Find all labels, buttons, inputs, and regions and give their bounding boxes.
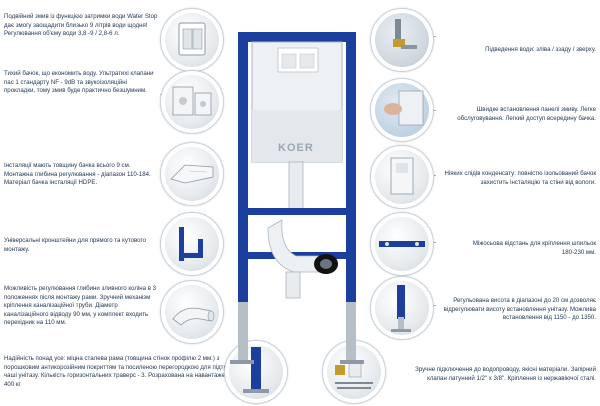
- drain-elbow-detail-image: [160, 280, 224, 344]
- right-text-4: Міжосьова відстань для кріплення шпильок…: [472, 240, 596, 256]
- left-text-1: Подвійний змив із функцією затримки води…: [4, 13, 158, 38]
- brand-logo: KOER: [278, 142, 314, 154]
- fittings-kit-detail-image: [322, 340, 386, 404]
- left-text-2: Тихий бачок, що економить воду. Ультрати…: [4, 70, 154, 95]
- bracket-detail-image: [160, 212, 224, 276]
- left-text-6: Надійність понад усе: міцна сталева рама…: [4, 355, 244, 388]
- right-text-3: Ніяких слідів конденсату: повністю ізоль…: [444, 170, 596, 186]
- installation-frame-image: KOER: [222, 30, 372, 390]
- frame-leg-detail-image: [224, 340, 288, 404]
- flush-button-detail-image: [160, 8, 224, 72]
- silent-valve-detail-image: [160, 70, 224, 134]
- left-text-5: Можливість регулювання глибини зливного …: [4, 285, 157, 327]
- water-inlet-detail-image: [370, 8, 434, 72]
- flush-panel-install-image: [370, 78, 434, 142]
- right-text-5: Регульована висота в діапазоні до 20 см …: [443, 297, 596, 322]
- left-text-4: Універсальні кронштейни для прямого та к…: [4, 237, 147, 253]
- stud-spacing-detail-image: [370, 212, 434, 276]
- right-text-6: Зручне підключення до водопроводу, якісн…: [415, 366, 596, 382]
- insulated-tank-detail-image: [370, 145, 434, 209]
- height-adjust-detail-image: [370, 276, 434, 340]
- right-text-1: Підведення води: зліва / ззаду / зверху.: [485, 46, 596, 53]
- left-text-3: Інсталяції мають товщину бачка всього 9 …: [4, 162, 151, 187]
- right-text-2: Швидке встановлення панелі змиву. Легке …: [457, 106, 596, 122]
- tank-thickness-detail-image: [160, 142, 224, 206]
